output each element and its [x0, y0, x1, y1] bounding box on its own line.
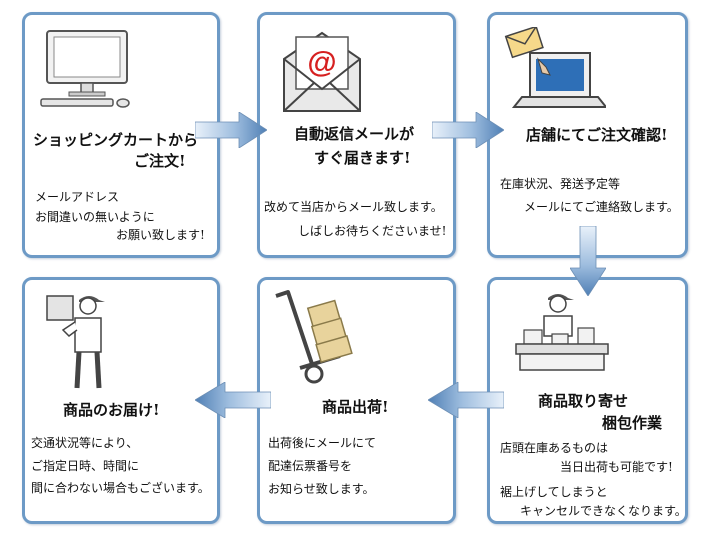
step-1-title-line-1: ショッピングカートから [33, 131, 199, 149]
step-3-body-line-2: メールにてご連絡致します。 [524, 200, 679, 214]
step-3-title: 店舗にてご注文確認! [526, 126, 668, 144]
step-3-store-confirm: 店舗にてご注文確認! 在庫状況、発送予定等 メールにてご連絡致します。 [487, 12, 688, 258]
packing-worker-icon [515, 294, 609, 371]
step-6-body-line-1: 交通状況等により、 [31, 436, 139, 450]
email-envelope-icon: @ [283, 31, 361, 112]
step-2-title-line-1: 自動返信メールが [294, 125, 415, 143]
step-5-body-line-2: 配達伝票番号を [268, 459, 353, 473]
step-6-title: 商品のお届け! [63, 401, 160, 419]
delivery-person-icon [46, 295, 105, 389]
hand-truck-icon [275, 290, 353, 384]
step-4-body-line-2: 当日出荷も可能です! [560, 460, 673, 474]
step-4-body-line-4: キャンセルできなくなります。 [520, 504, 687, 518]
step-4-body-line-3: 裾上げしてしまうと [500, 485, 608, 499]
step-2-body-line-1: 改めて当店からメール致します。 [264, 200, 443, 214]
step-1-body-line-3: お願い致します! [116, 228, 205, 242]
step-4-packing: 商品取り寄せ 梱包作業 店頭在庫あるものは 当日出荷も可能です! 裾上げしてしま… [487, 277, 688, 524]
laptop-mail-icon [504, 27, 606, 108]
arrow-step3-to-step4 [570, 226, 606, 296]
step-5-body-line-1: 出荷後にメールにて [268, 436, 377, 450]
step-2-body-line-2: しばしお待ちくださいませ! [298, 224, 447, 238]
arrow-step5-to-step6 [195, 382, 271, 418]
at-symbol: @ [307, 46, 336, 79]
step-4-body-line-1: 店頭在庫あるものは [500, 441, 609, 455]
step-2-auto-reply: @ 自動返信メールが すぐ届きます! 改めて当店からメール致します。 しばしお待… [257, 12, 456, 258]
step-1-body-line-2: お間違いの無いように [35, 210, 155, 224]
computer-icon [40, 30, 130, 108]
step-5-title: 商品出荷! [322, 398, 389, 416]
step-1-title-line-2: ご注文! [134, 152, 186, 170]
step-6-delivery: 商品のお届け! 交通状況等により、 ご指定日時、時間に 間に合わない場合もござい… [22, 277, 220, 524]
step-5-shipping: 商品出荷! 出荷後にメールにて 配達伝票番号を お知らせ致します。 [257, 277, 456, 524]
step-4-title-line-1: 商品取り寄せ [538, 392, 629, 410]
step-5-body-line-3: お知らせ致します。 [268, 482, 375, 496]
step-4-title-line-2: 梱包作業 [602, 414, 663, 432]
arrow-step4-to-step5 [428, 382, 504, 418]
step-6-body-line-2: ご指定日時、時間に [31, 459, 140, 473]
arrow-step2-to-step3 [432, 112, 504, 148]
step-3-body-line-1: 在庫状況、発送予定等 [500, 177, 621, 191]
arrow-step1-to-step2 [195, 112, 267, 148]
step-6-body-line-3: 間に合わない場合もございます。 [31, 481, 210, 495]
step-1-body-line-1: メールアドレス [35, 190, 120, 204]
step-2-title-line-2: すぐ届きます! [314, 149, 411, 167]
step-1-order-cart: ショッピングカートから ご注文! メールアドレス お間違いの無いように お願い致… [22, 12, 220, 258]
